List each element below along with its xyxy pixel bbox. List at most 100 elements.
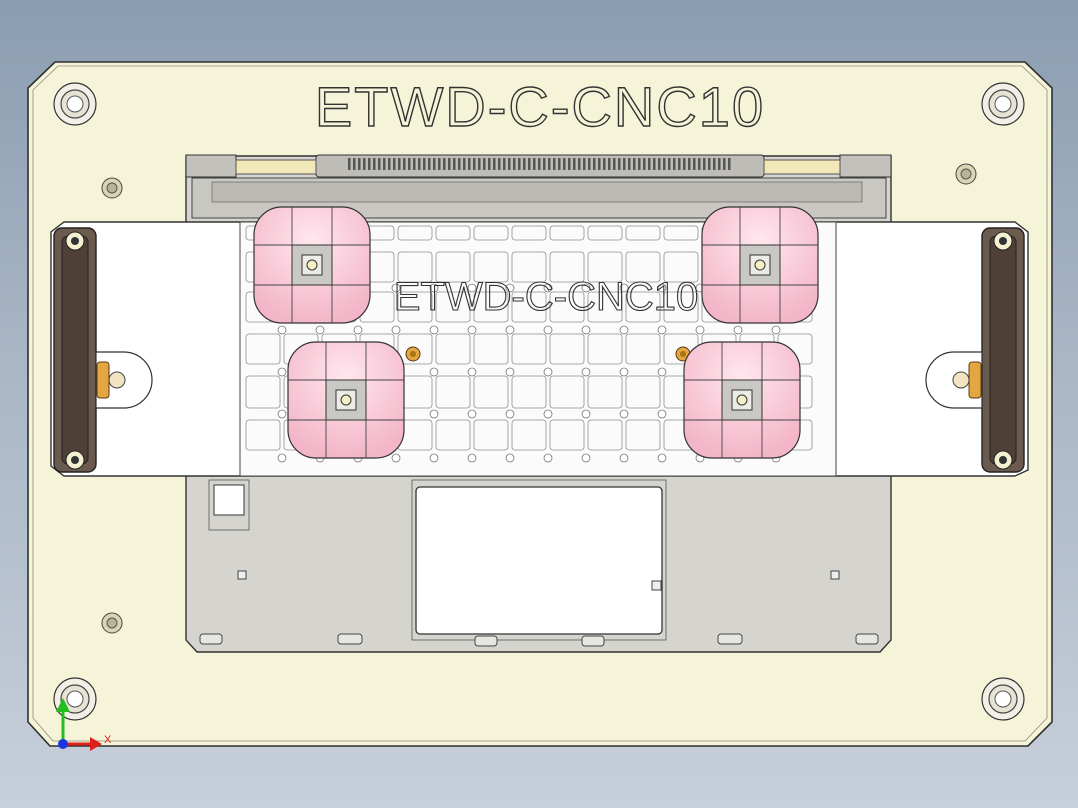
clamp-bar[interactable] xyxy=(50,221,1029,477)
vent-slot xyxy=(488,158,491,170)
key-cutout xyxy=(625,375,661,409)
web-node xyxy=(619,325,629,335)
web-node xyxy=(467,453,477,463)
vent-slot xyxy=(553,158,556,170)
vent-slot xyxy=(423,158,426,170)
clamp-rail-left[interactable] xyxy=(53,227,97,473)
web-node xyxy=(505,283,515,293)
clamp-rail-right[interactable] xyxy=(981,227,1025,473)
key-cutout xyxy=(473,419,509,451)
vent-slot xyxy=(458,158,461,170)
vent-slot xyxy=(613,158,616,170)
web-node xyxy=(505,453,515,463)
key-cutout xyxy=(245,333,281,365)
key-cutout xyxy=(587,375,623,409)
vent-slot xyxy=(503,158,506,170)
suction-pad[interactable] xyxy=(253,206,371,324)
vent-slot xyxy=(433,158,436,170)
web-node xyxy=(543,409,553,419)
web-node xyxy=(733,325,743,335)
mounting-screw-icon xyxy=(53,677,97,721)
web-node xyxy=(467,283,477,293)
vent-slot xyxy=(578,158,581,170)
vent-slot xyxy=(648,158,651,170)
vent-slot xyxy=(638,158,641,170)
vent-slot xyxy=(368,158,371,170)
key-cutout xyxy=(549,251,585,283)
locating-pin-icon xyxy=(955,163,977,185)
web-node xyxy=(467,325,477,335)
vent-slot xyxy=(708,158,711,170)
locating-pin-icon xyxy=(101,177,123,199)
vent-slot xyxy=(563,158,566,170)
vent-slot xyxy=(393,158,396,170)
vent-slot xyxy=(693,158,696,170)
key-cutout xyxy=(549,225,585,241)
key-cutout xyxy=(397,333,433,365)
vent-slot xyxy=(348,158,351,170)
web-node xyxy=(581,283,591,293)
vent-slot xyxy=(403,158,406,170)
vent-slot xyxy=(683,158,686,170)
web-node xyxy=(581,409,591,419)
key-cutout xyxy=(511,291,547,323)
key-cutout xyxy=(435,225,471,241)
mounting-screw-icon xyxy=(981,82,1025,126)
vent-slot xyxy=(353,158,356,170)
web-node xyxy=(657,453,667,463)
mounting-screw-icon xyxy=(981,677,1025,721)
vent-slot xyxy=(373,158,376,170)
mounting-screw-icon xyxy=(53,82,97,126)
locating-pin-icon xyxy=(101,612,123,634)
vent-slot xyxy=(438,158,441,170)
vent-slot xyxy=(363,158,366,170)
web-node xyxy=(315,325,325,335)
clamp-engraving: ETWD-C-CNC10 xyxy=(394,275,698,319)
suction-pad[interactable] xyxy=(287,341,405,459)
vent-slot xyxy=(508,158,511,170)
vent-slot xyxy=(603,158,606,170)
key-cutout xyxy=(473,225,509,241)
coordinate-triad-icon[interactable]: X xyxy=(56,698,112,751)
web-node xyxy=(695,325,705,335)
vent-slot xyxy=(413,158,416,170)
locking-pin-right-icon[interactable] xyxy=(925,351,983,409)
key-cutout xyxy=(397,225,433,241)
key-cutout xyxy=(473,251,509,283)
locking-pin-left-icon[interactable] xyxy=(95,351,153,409)
key-cutout xyxy=(511,375,547,409)
web-node xyxy=(391,283,401,293)
suction-pad[interactable] xyxy=(683,341,801,459)
web-node xyxy=(543,283,553,293)
vent-slot xyxy=(668,158,671,170)
vent-slot xyxy=(718,158,721,170)
vent-slot xyxy=(493,158,496,170)
web-node xyxy=(391,325,401,335)
key-cutout xyxy=(587,291,623,323)
speaker-grille xyxy=(348,158,731,170)
web-node xyxy=(277,453,287,463)
key-cutout xyxy=(663,225,699,241)
web-node xyxy=(429,409,439,419)
key-cutout xyxy=(435,333,471,365)
web-node xyxy=(277,367,287,377)
key-cutout xyxy=(549,333,585,365)
web-node xyxy=(467,367,477,377)
suction-pad[interactable] xyxy=(701,206,819,324)
vent-slot xyxy=(448,158,451,170)
vent-slot xyxy=(548,158,551,170)
key-cutout xyxy=(625,419,661,451)
web-node xyxy=(581,367,591,377)
vent-slot xyxy=(618,158,621,170)
vent-slot xyxy=(728,158,731,170)
web-node xyxy=(429,283,439,293)
vent-slot xyxy=(498,158,501,170)
web-node xyxy=(581,453,591,463)
vent-slot xyxy=(653,158,656,170)
key-cutout xyxy=(625,225,661,241)
key-cutout xyxy=(549,291,585,323)
web-node xyxy=(429,453,439,463)
key-cutout xyxy=(663,291,699,323)
vent-slot xyxy=(543,158,546,170)
